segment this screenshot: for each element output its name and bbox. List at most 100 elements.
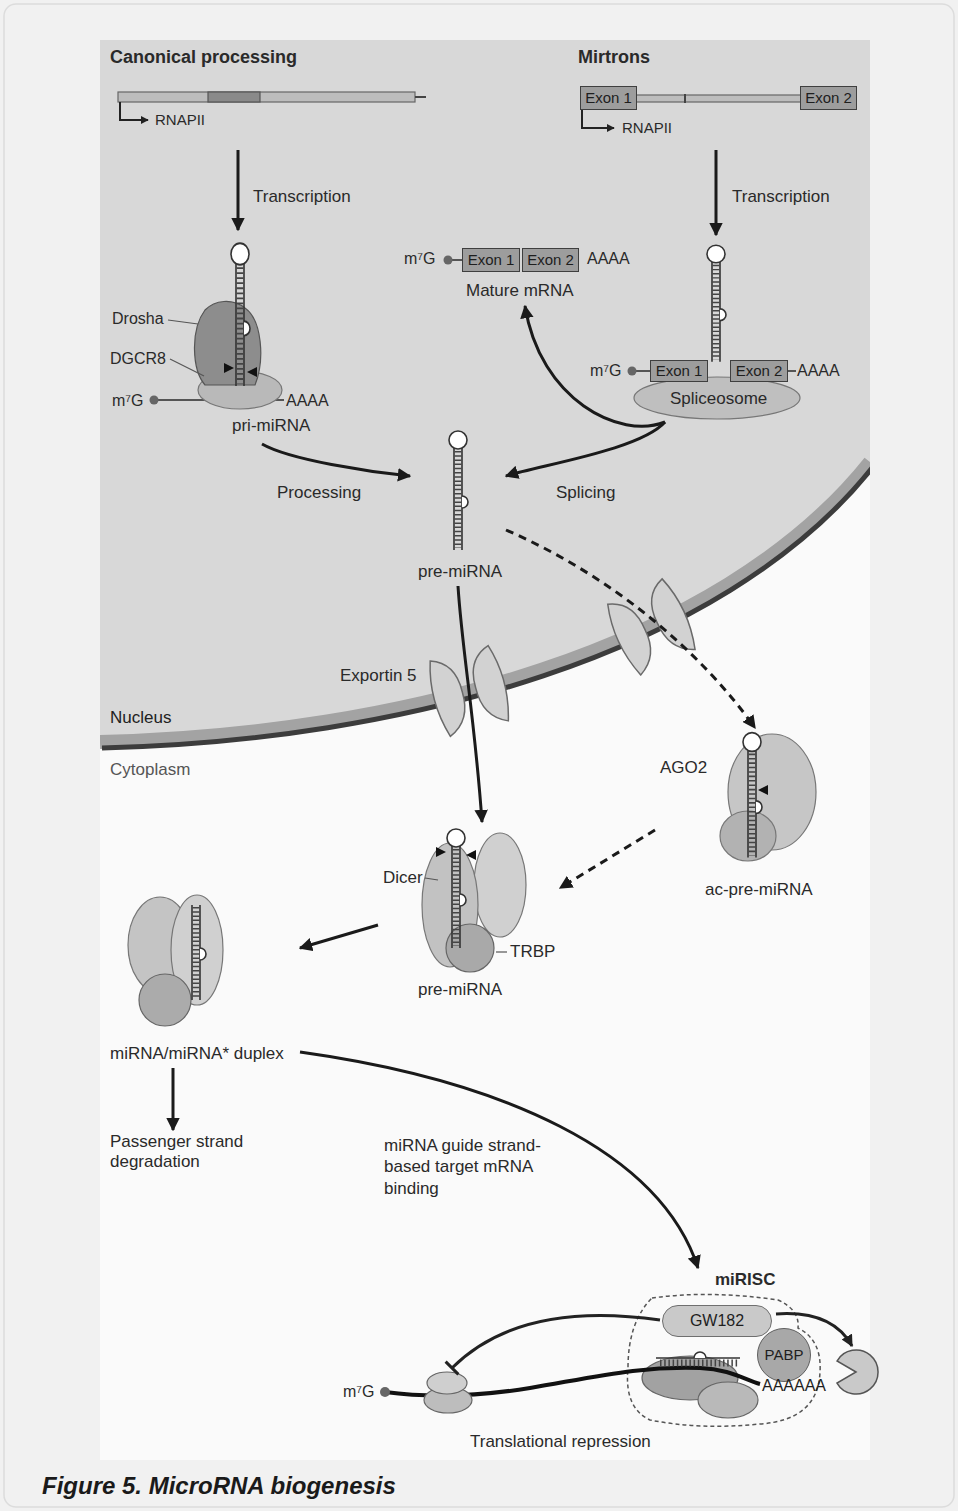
cap-dot	[628, 367, 637, 376]
pre-mirna-hairpin	[447, 829, 466, 948]
cut-site	[466, 850, 476, 860]
node-text: AAAA	[797, 361, 840, 380]
cut-site	[436, 847, 446, 857]
dicer-lobe	[474, 833, 526, 937]
promoter-arrow	[120, 102, 148, 120]
ago-domain	[698, 1382, 758, 1418]
cap-dot	[444, 256, 453, 265]
trbp-shape	[446, 924, 494, 972]
pre-mirna: pre-miRNA	[410, 428, 506, 586]
intron-tick	[684, 94, 686, 103]
nuclear-membrane	[102, 468, 870, 748]
ribosome-small	[427, 1372, 467, 1394]
base-pairs	[193, 907, 200, 998]
node-text: AAAA	[587, 249, 630, 268]
connector-arrow	[715, 150, 718, 235]
connector-arrow	[172, 1068, 175, 1130]
connector-arrow	[300, 1052, 698, 1268]
frame	[4, 4, 954, 1507]
bulge	[694, 1352, 706, 1358]
node-text: m⁷G	[590, 361, 622, 380]
region-label: Translational repression	[470, 1432, 651, 1452]
mature-mrna: m⁷G AAAA Mature mRNA Exon 1Exon 2	[400, 244, 640, 306]
node-text: TRBP	[510, 942, 555, 962]
node-text: m⁷G	[404, 249, 436, 268]
nucleus	[100, 40, 870, 742]
leader-line	[496, 951, 507, 952]
node-text: ac-pre-miRNA	[705, 880, 813, 900]
cap-dot	[150, 396, 159, 405]
edge-label: miRNA guide strand-based target mRNA bin…	[384, 1135, 556, 1199]
region-label: Cytoplasm	[110, 760, 190, 780]
edge-label: Processing	[277, 482, 361, 503]
cut-site	[247, 367, 257, 377]
ac-pre-mirna-hairpin	[743, 733, 762, 858]
edge-label: Splicing	[556, 482, 616, 503]
spliceosome-shape	[634, 377, 800, 419]
protein-circle: PABP	[757, 1328, 811, 1382]
node-text: Mature mRNA	[466, 281, 574, 301]
region-label: Exportin 5	[340, 666, 417, 686]
node-text: DGCR8	[110, 349, 166, 368]
drosha-shape	[194, 301, 260, 385]
exon-box: Exon 2	[522, 248, 579, 272]
cytoplasm	[100, 40, 870, 1460]
connector-arrow	[237, 150, 240, 230]
ago-domain	[139, 974, 191, 1026]
connector-arrow	[506, 530, 755, 728]
mirtron-hairpin	[707, 245, 726, 362]
base-pairs	[660, 1360, 738, 1367]
node-text: Exon 1	[656, 362, 703, 380]
deadenylase	[837, 1350, 878, 1394]
promoter-arrow	[582, 110, 614, 128]
node-text: AGO2	[660, 758, 707, 778]
connector-arrow	[560, 830, 655, 888]
node-text: Canonical processing	[110, 47, 297, 69]
pri-mirna-complex: DroshaDGCR8m⁷GAAAApri-miRNA	[108, 230, 340, 444]
node-text: pre-miRNA	[418, 980, 502, 1000]
mirisc-complex: miRISC GW182PABP	[628, 1268, 838, 1428]
node-text: RNAPII	[622, 119, 672, 137]
node-text: Exon 1	[585, 89, 632, 107]
node-text: GW182	[690, 1311, 744, 1330]
region-label: AAAAAA	[762, 1376, 826, 1395]
node-text: m⁷G	[112, 391, 144, 410]
node-text: Exon 2	[736, 362, 783, 380]
nucleus-group	[100, 40, 870, 748]
node-text: miRNA/miRNA* duplex	[110, 1044, 284, 1064]
cut-site	[224, 363, 234, 373]
ago2-complex: AGO2 ac-pre-miRNA	[655, 728, 830, 905]
node-text: Exon 2	[805, 89, 852, 107]
node-text: miRISC	[715, 1270, 775, 1290]
inhibition-bar	[446, 1362, 459, 1375]
gene-track: MirtronsRNAPII Exon 1 Exon 2	[575, 46, 865, 150]
mirna-locus	[208, 92, 260, 102]
region-label: Nucleus	[110, 708, 171, 728]
target-mrna	[385, 1368, 760, 1396]
spliceosome-complex: m⁷GAAAASpliceosomeExon 1Exon 2	[585, 235, 850, 422]
cut-site	[758, 785, 768, 795]
leader-line	[170, 359, 204, 376]
leader-line	[168, 320, 198, 324]
region-label: m⁷G	[343, 1382, 375, 1401]
exon-box: Exon 1	[462, 248, 520, 272]
node-text: pri-miRNA	[232, 416, 310, 436]
gene-bar	[118, 92, 415, 102]
duplex-complex: miRNA/miRNA* duplex	[108, 892, 300, 1068]
cap-dot	[380, 1387, 390, 1397]
intron-bar	[630, 95, 806, 102]
node-text: Mirtrons	[578, 47, 650, 69]
edge-label: Transcription	[253, 186, 351, 207]
pri-mirna-hairpin	[231, 243, 250, 386]
node-text: Dicer	[383, 868, 423, 888]
degradation-step: Passenger strand degradation	[108, 1130, 268, 1182]
exon-box: Exon 1	[580, 86, 637, 110]
pre-mirna-hairpin	[449, 431, 468, 550]
node-text: RNAPII	[155, 111, 205, 129]
connector-arrow	[458, 586, 482, 822]
exon-box: Exon 1	[650, 360, 708, 382]
